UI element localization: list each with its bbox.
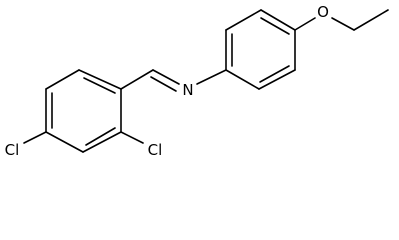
- ring-a-bond-4: [45, 131, 84, 153]
- cl-para-bond: [23, 131, 47, 144]
- ring-b-bond-1: [225, 69, 260, 90]
- ring-to-oxygen-bond: [294, 17, 316, 31]
- ring-b-bond-2: [258, 69, 296, 90]
- aryl-to-methine-bond: [120, 69, 154, 90]
- chlorine-para-label: Cl: [5, 141, 20, 158]
- ring-a-bond-6: [45, 69, 80, 90]
- imine-double-bond-inner: [150, 76, 177, 92]
- chlorine-ortho-label: Cl: [148, 141, 163, 158]
- ethyl-cc-bond: [353, 9, 389, 31]
- ring-a-double-2: [85, 127, 116, 146]
- ring-a-bond-3: [82, 131, 122, 153]
- ring-a-bond-1: [78, 69, 122, 90]
- nitrogen-atom-label: N: [182, 81, 193, 99]
- ethoxy-group: [294, 9, 389, 31]
- ring-b-bond-5: [225, 9, 262, 31]
- ring-a-double-1: [83, 77, 116, 94]
- dichlorophenyl-ring: [45, 69, 122, 153]
- ring-b-double-1: [259, 65, 290, 83]
- imine-linker: [120, 69, 227, 92]
- ring-b-double-2: [260, 17, 290, 35]
- chemical-structure-diagram: O N Cl Cl: [5, 3, 389, 158]
- ring-b-bond-4: [260, 9, 296, 31]
- imine-double-bond-outer: [152, 69, 180, 85]
- cl-ortho-bond: [120, 131, 144, 144]
- nitrogen-to-aryl-bond: [196, 69, 227, 85]
- ethoxyphenyl-ring: [225, 9, 296, 90]
- oxygen-atom-label: O: [317, 3, 329, 21]
- oxygen-to-ethyl-bond: [331, 17, 355, 31]
